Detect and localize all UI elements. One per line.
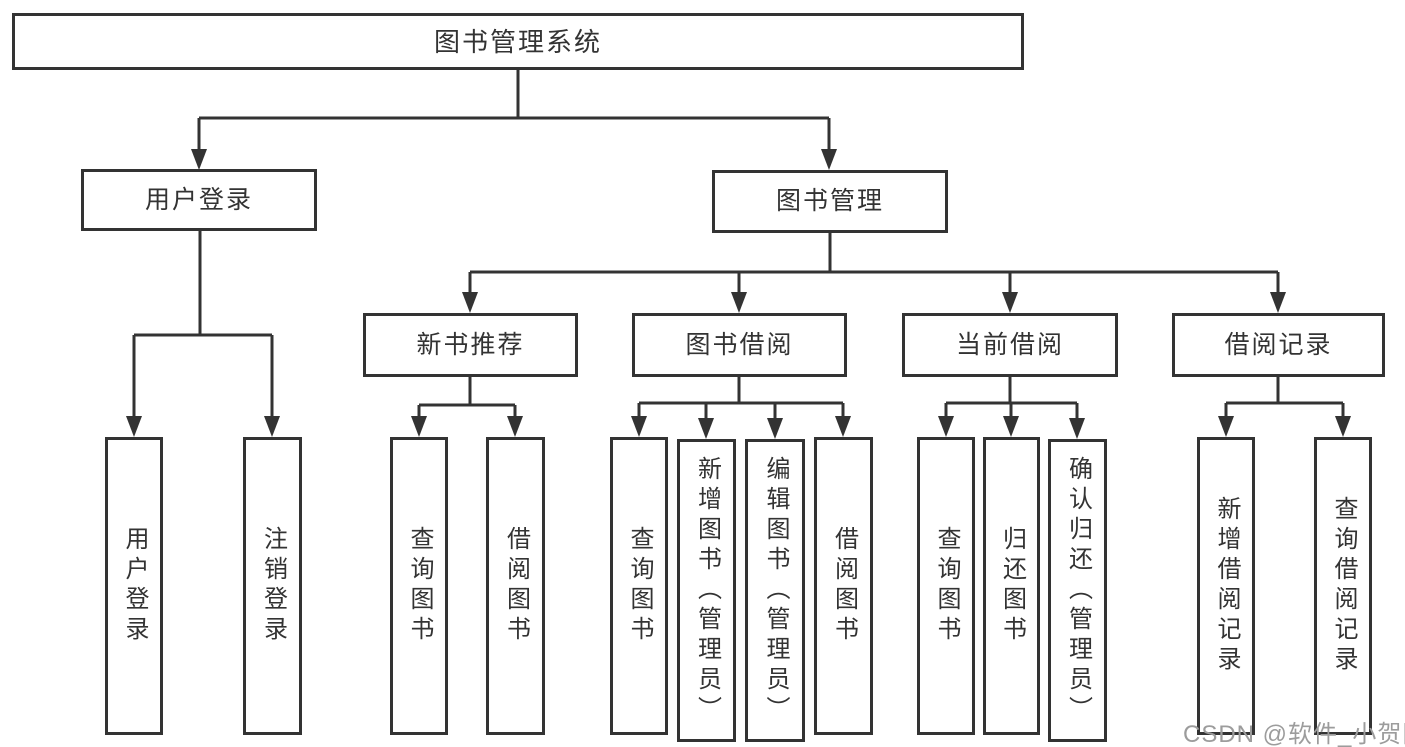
leaf-logout: 注销登录 — [243, 437, 302, 735]
leaf-borrow-books-borrowing-label: 借阅图书 — [830, 526, 858, 646]
leaf-borrow-books-recommend: 借阅图书 — [486, 437, 545, 735]
leaf-edit-books-admin: 编辑图书（管理员） — [745, 439, 805, 742]
leaf-logout-label: 注销登录 — [259, 526, 287, 646]
connector-user-login-branch — [132, 231, 274, 418]
csdn-watermark: CSDN @软件_小贺同学 — [1183, 721, 1405, 747]
leaf-query-books-borrowing: 查询图书 — [610, 437, 668, 735]
connector-root-to-level2 — [197, 70, 831, 151]
leaf-query-books-current: 查询图书 — [917, 437, 975, 735]
arrowheads-user-login-leaves — [126, 416, 280, 437]
leaf-user-login-label: 用户登录 — [121, 526, 148, 646]
leaf-edit-books-admin-label: 编辑图书（管理员） — [762, 455, 789, 726]
leaf-query-borrow-record-label: 查询借阅记录 — [1330, 496, 1357, 676]
node-borrowing-records: 借阅记录 — [1172, 313, 1385, 377]
node-root-system: 图书管理系统 — [12, 13, 1024, 70]
node-user-login: 用户登录 — [81, 169, 317, 231]
leaf-add-borrow-record-label: 新增借阅记录 — [1213, 496, 1240, 676]
arrowheads-level3 — [462, 292, 1286, 313]
leaf-borrow-books-borrowing: 借阅图书 — [814, 437, 873, 735]
node-new-book-recommend: 新书推荐 — [363, 313, 578, 377]
connector-new-book-rec-branch — [417, 377, 517, 418]
node-book-management: 图书管理 — [712, 170, 948, 233]
connector-current-borrow-branch — [944, 377, 1079, 420]
leaf-confirm-return-admin-label: 确认归还（管理员） — [1064, 455, 1092, 726]
leaf-query-books-recommend: 查询图书 — [390, 437, 448, 735]
connector-book-borrow-branch — [637, 377, 845, 420]
leaf-borrow-books-recommend-label: 借阅图书 — [502, 526, 530, 646]
leaf-add-books-admin-label: 新增图书（管理员） — [693, 455, 721, 726]
leaf-query-books-recommend-label: 查询图书 — [406, 526, 433, 646]
leaf-user-login: 用户登录 — [105, 437, 163, 735]
node-current-borrowing: 当前借阅 — [902, 313, 1118, 377]
connector-book-mgmt-to-level3 — [468, 233, 1280, 294]
arrowheads-new-book-rec-leaves — [411, 416, 523, 437]
node-book-borrowing: 图书借阅 — [632, 313, 847, 377]
leaf-query-borrow-record: 查询借阅记录 — [1314, 437, 1372, 735]
arrowheads-level2 — [191, 149, 837, 170]
leaf-query-books-current-label: 查询图书 — [933, 526, 960, 646]
connector-borrow-records-branch — [1224, 377, 1345, 418]
arrowheads-book-borrow-leaves — [631, 416, 851, 439]
leaf-return-books: 归还图书 — [983, 437, 1040, 735]
arrowheads-borrow-records-leaves — [1218, 416, 1351, 437]
leaf-add-books-admin: 新增图书（管理员） — [677, 439, 736, 742]
leaf-return-books-label: 归还图书 — [998, 526, 1026, 646]
leaf-confirm-return-admin: 确认归还（管理员） — [1048, 439, 1107, 742]
arrowheads-current-borrow-leaves — [938, 416, 1085, 439]
leaf-query-books-borrowing-label: 查询图书 — [626, 526, 653, 646]
leaf-add-borrow-record: 新增借阅记录 — [1197, 437, 1255, 735]
